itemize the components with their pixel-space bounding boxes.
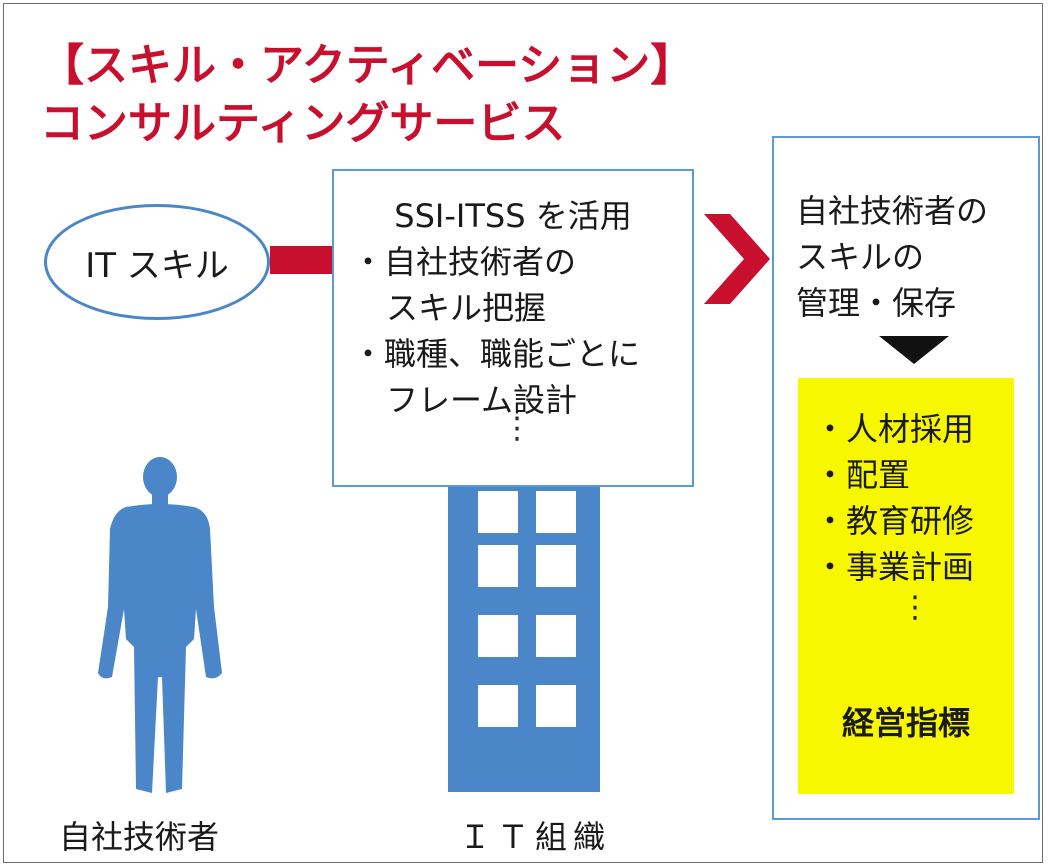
indicator-item: ・教育研修	[814, 502, 975, 540]
skill-connector-bar	[270, 246, 334, 274]
indicator-item: ・人材採用	[814, 410, 975, 448]
ssi-ellipsis: ⋮	[502, 411, 532, 446]
building-window	[478, 685, 518, 727]
management-line-1: 自社技術者の	[796, 192, 989, 230]
indicator-item: ・配置	[814, 456, 911, 494]
it-organization-building-icon	[448, 487, 600, 792]
ssi-item-1-cont: スキル把握	[386, 289, 547, 327]
down-triangle-icon	[879, 336, 949, 364]
diagram-title-line2: コンサルティングサービス	[40, 98, 566, 149]
right-arrow-icon	[704, 214, 770, 304]
it-organization-label: ＩＴ組織	[459, 818, 612, 856]
building-window	[536, 615, 576, 657]
building-window	[536, 685, 576, 727]
diagram-frame: 【スキル・アクティベーション】 コンサルティングサービス IT スキル SSI-…	[3, 3, 1043, 863]
building-window	[478, 491, 518, 533]
it-skill-node: IT スキル	[44, 204, 270, 320]
ssi-itss-heading: SSI-ITSS を活用	[394, 197, 632, 235]
indicator-item: ・事業計画	[814, 548, 975, 586]
ssi-itss-box: SSI-ITSS を活用 ・自社技術者の スキル把握 ・職種、職能ごとに フレー…	[332, 169, 694, 487]
engineer-label: 自社技術者	[59, 818, 220, 856]
engineer-silhouette-icon	[98, 457, 222, 793]
building-window	[478, 545, 518, 587]
it-skill-label: IT スキル	[85, 245, 229, 286]
management-indicators-panel: ・人材採用 ・配置 ・教育研修 ・事業計画 ⋮ 経営指標	[798, 378, 1014, 794]
management-line-3: 管理・保存	[796, 284, 957, 322]
building-window	[536, 491, 576, 533]
management-indicators-label: 経営指標	[841, 704, 970, 742]
diagram-title-line1: 【スキル・アクティベーション】	[40, 40, 695, 91]
skill-management-box: 自社技術者の スキルの 管理・保存 ・人材採用 ・配置 ・教育研修 ・事業計画 …	[772, 136, 1040, 820]
ssi-item-2-cont: フレーム設計	[386, 381, 578, 419]
building-window	[536, 545, 576, 587]
ssi-item-2: ・職種、職能ごとに	[352, 335, 641, 373]
management-line-2: スキルの	[796, 238, 925, 276]
indicator-ellipsis: ⋮	[900, 590, 930, 625]
ssi-item-1: ・自社技術者の	[352, 243, 577, 281]
building-window	[478, 615, 518, 657]
